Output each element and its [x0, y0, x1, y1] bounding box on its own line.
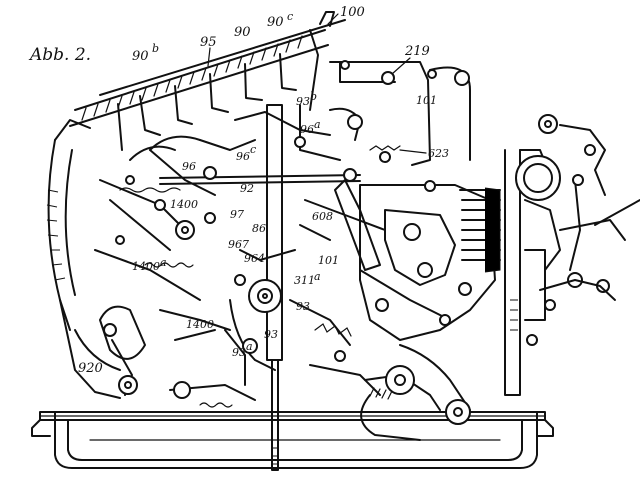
- label-93b-sup: b: [310, 90, 317, 103]
- label-96: 96: [182, 160, 196, 173]
- label-101-b: 101: [318, 254, 339, 267]
- label-90: 90: [234, 25, 251, 40]
- comb-teeth: [459, 187, 501, 273]
- label-100: 100: [340, 5, 365, 20]
- label-1400-a: 1400: [170, 198, 198, 211]
- label-1400a: 1400: [132, 260, 160, 273]
- label-1400a-sup: a: [160, 256, 167, 269]
- figure-title: Abb. 2.: [28, 45, 91, 65]
- label-86: 86: [252, 222, 266, 235]
- top-plate: [309, 11, 471, 166]
- type-levers: [117, 53, 297, 151]
- right-mechanism: [169, 180, 501, 441]
- label-90b-sup: b: [152, 42, 159, 55]
- label-95: 95: [200, 35, 217, 50]
- label-623: 623: [428, 147, 449, 160]
- label-90c: 90: [267, 15, 284, 30]
- label-96a-sup: a: [314, 118, 321, 131]
- label-920: 920: [78, 361, 103, 376]
- label-93-c: 93: [264, 328, 278, 341]
- type-bar-teeth: [81, 35, 303, 121]
- label-90b: 90: [132, 49, 149, 64]
- center-gearing: [149, 104, 451, 386]
- label-964: 964: [244, 252, 265, 265]
- base-frame: [31, 411, 554, 469]
- label-92: 92: [240, 182, 254, 195]
- label-608: 608: [312, 210, 333, 223]
- label-96c-sup: c: [250, 143, 256, 156]
- label-93b: 93: [296, 95, 310, 108]
- label-96a: 96: [300, 123, 314, 136]
- callout-labels: 100 90 b 95 90 90 c 219 101 93 b 96 a 62…: [78, 5, 449, 376]
- label-219: 219: [404, 44, 430, 59]
- label-101: 101: [416, 94, 437, 107]
- label-97: 97: [230, 208, 244, 221]
- label-311a: 311: [294, 274, 315, 287]
- left-sector: [46, 119, 121, 399]
- label-1400-c: 1400: [186, 318, 214, 331]
- label-967: 967: [228, 238, 249, 251]
- label-90c-sup: c: [287, 10, 293, 23]
- type-bar-rail: [69, 19, 346, 151]
- label-93: 93: [296, 300, 310, 313]
- right-unit: [504, 114, 640, 396]
- label-96c: 96: [236, 150, 250, 163]
- label-311a-sup: a: [314, 270, 321, 283]
- label-93a: 93: [232, 346, 246, 359]
- label-93a-sup: a: [246, 340, 253, 353]
- left-levers: [94, 145, 231, 396]
